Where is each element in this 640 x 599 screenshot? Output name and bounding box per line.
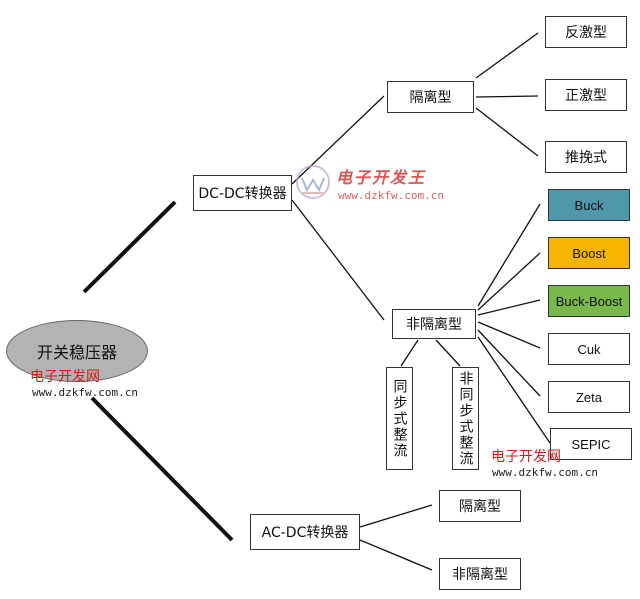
dc-nonisolated-label: 非隔离型	[406, 317, 462, 333]
watermark-site-cn-2: 电子开发网	[491, 449, 561, 465]
push-pull-label: 推挽式	[565, 150, 607, 166]
sepic-label: SEPIC	[571, 436, 611, 452]
buck-boost-node: Buck-Boost	[548, 285, 630, 317]
ac-nonisolated-node: 非隔离型	[439, 558, 521, 590]
watermark-site-url-2: www.dzkfw.com.cn	[492, 466, 598, 479]
zeta-node: Zeta	[548, 381, 630, 413]
async-rectification-label: 非同步式整流	[457, 370, 474, 467]
zeta-label: Zeta	[575, 389, 602, 405]
acdc-label: AC-DC转换器	[261, 525, 349, 541]
boost-node: Boost	[548, 237, 630, 269]
sync-rectification-node: 同步式整流	[386, 367, 413, 470]
async-rectification-node: 非同步式整流	[452, 367, 479, 470]
watermark-logo-url: www.dzkfw.com.cn	[338, 189, 444, 202]
root-label: 开关稳压器	[36, 343, 117, 362]
flyback-label: 反激型	[565, 25, 607, 41]
dc-isolated-node: 隔离型	[387, 81, 474, 113]
watermark-logo-icon	[296, 165, 330, 199]
push-pull-node: 推挽式	[545, 141, 627, 173]
dc-nonisolated-node: 非隔离型	[392, 309, 476, 339]
buck-boost-label: Buck-Boost	[555, 293, 623, 309]
dcdc-converter-node: DC-DC转换器	[193, 175, 292, 211]
watermark-site-url: www.dzkfw.com.cn	[32, 386, 138, 399]
cuk-label: Cuk	[577, 341, 601, 357]
cuk-node: Cuk	[548, 333, 630, 365]
ac-isolated-node: 隔离型	[439, 490, 521, 522]
buck-label: Buck	[574, 197, 604, 213]
boost-label: Boost	[572, 245, 606, 261]
acdc-converter-node: AC-DC转换器	[250, 514, 360, 550]
ac-nonisolated-label: 非隔离型	[452, 567, 508, 583]
dcdc-label: DC-DC转换器	[198, 186, 287, 202]
sepic-node: SEPIC	[550, 428, 632, 460]
root-to-acdc-line	[90, 396, 234, 542]
sync-rectification-label: 同步式整流	[391, 378, 408, 459]
watermark-site-cn: 电子开发网	[30, 369, 100, 385]
flyback-node: 反激型	[545, 16, 627, 48]
dc-isolated-label: 隔离型	[409, 90, 452, 106]
root-switching-regulator: 开关稳压器	[6, 320, 148, 382]
forward-label: 正激型	[565, 88, 607, 104]
ac-isolated-label: 隔离型	[459, 499, 501, 515]
forward-node: 正激型	[545, 79, 627, 111]
watermark-logo-text: 电子开发王	[336, 168, 427, 187]
root-to-dcdc-line	[82, 200, 177, 294]
buck-node: Buck	[548, 189, 630, 221]
